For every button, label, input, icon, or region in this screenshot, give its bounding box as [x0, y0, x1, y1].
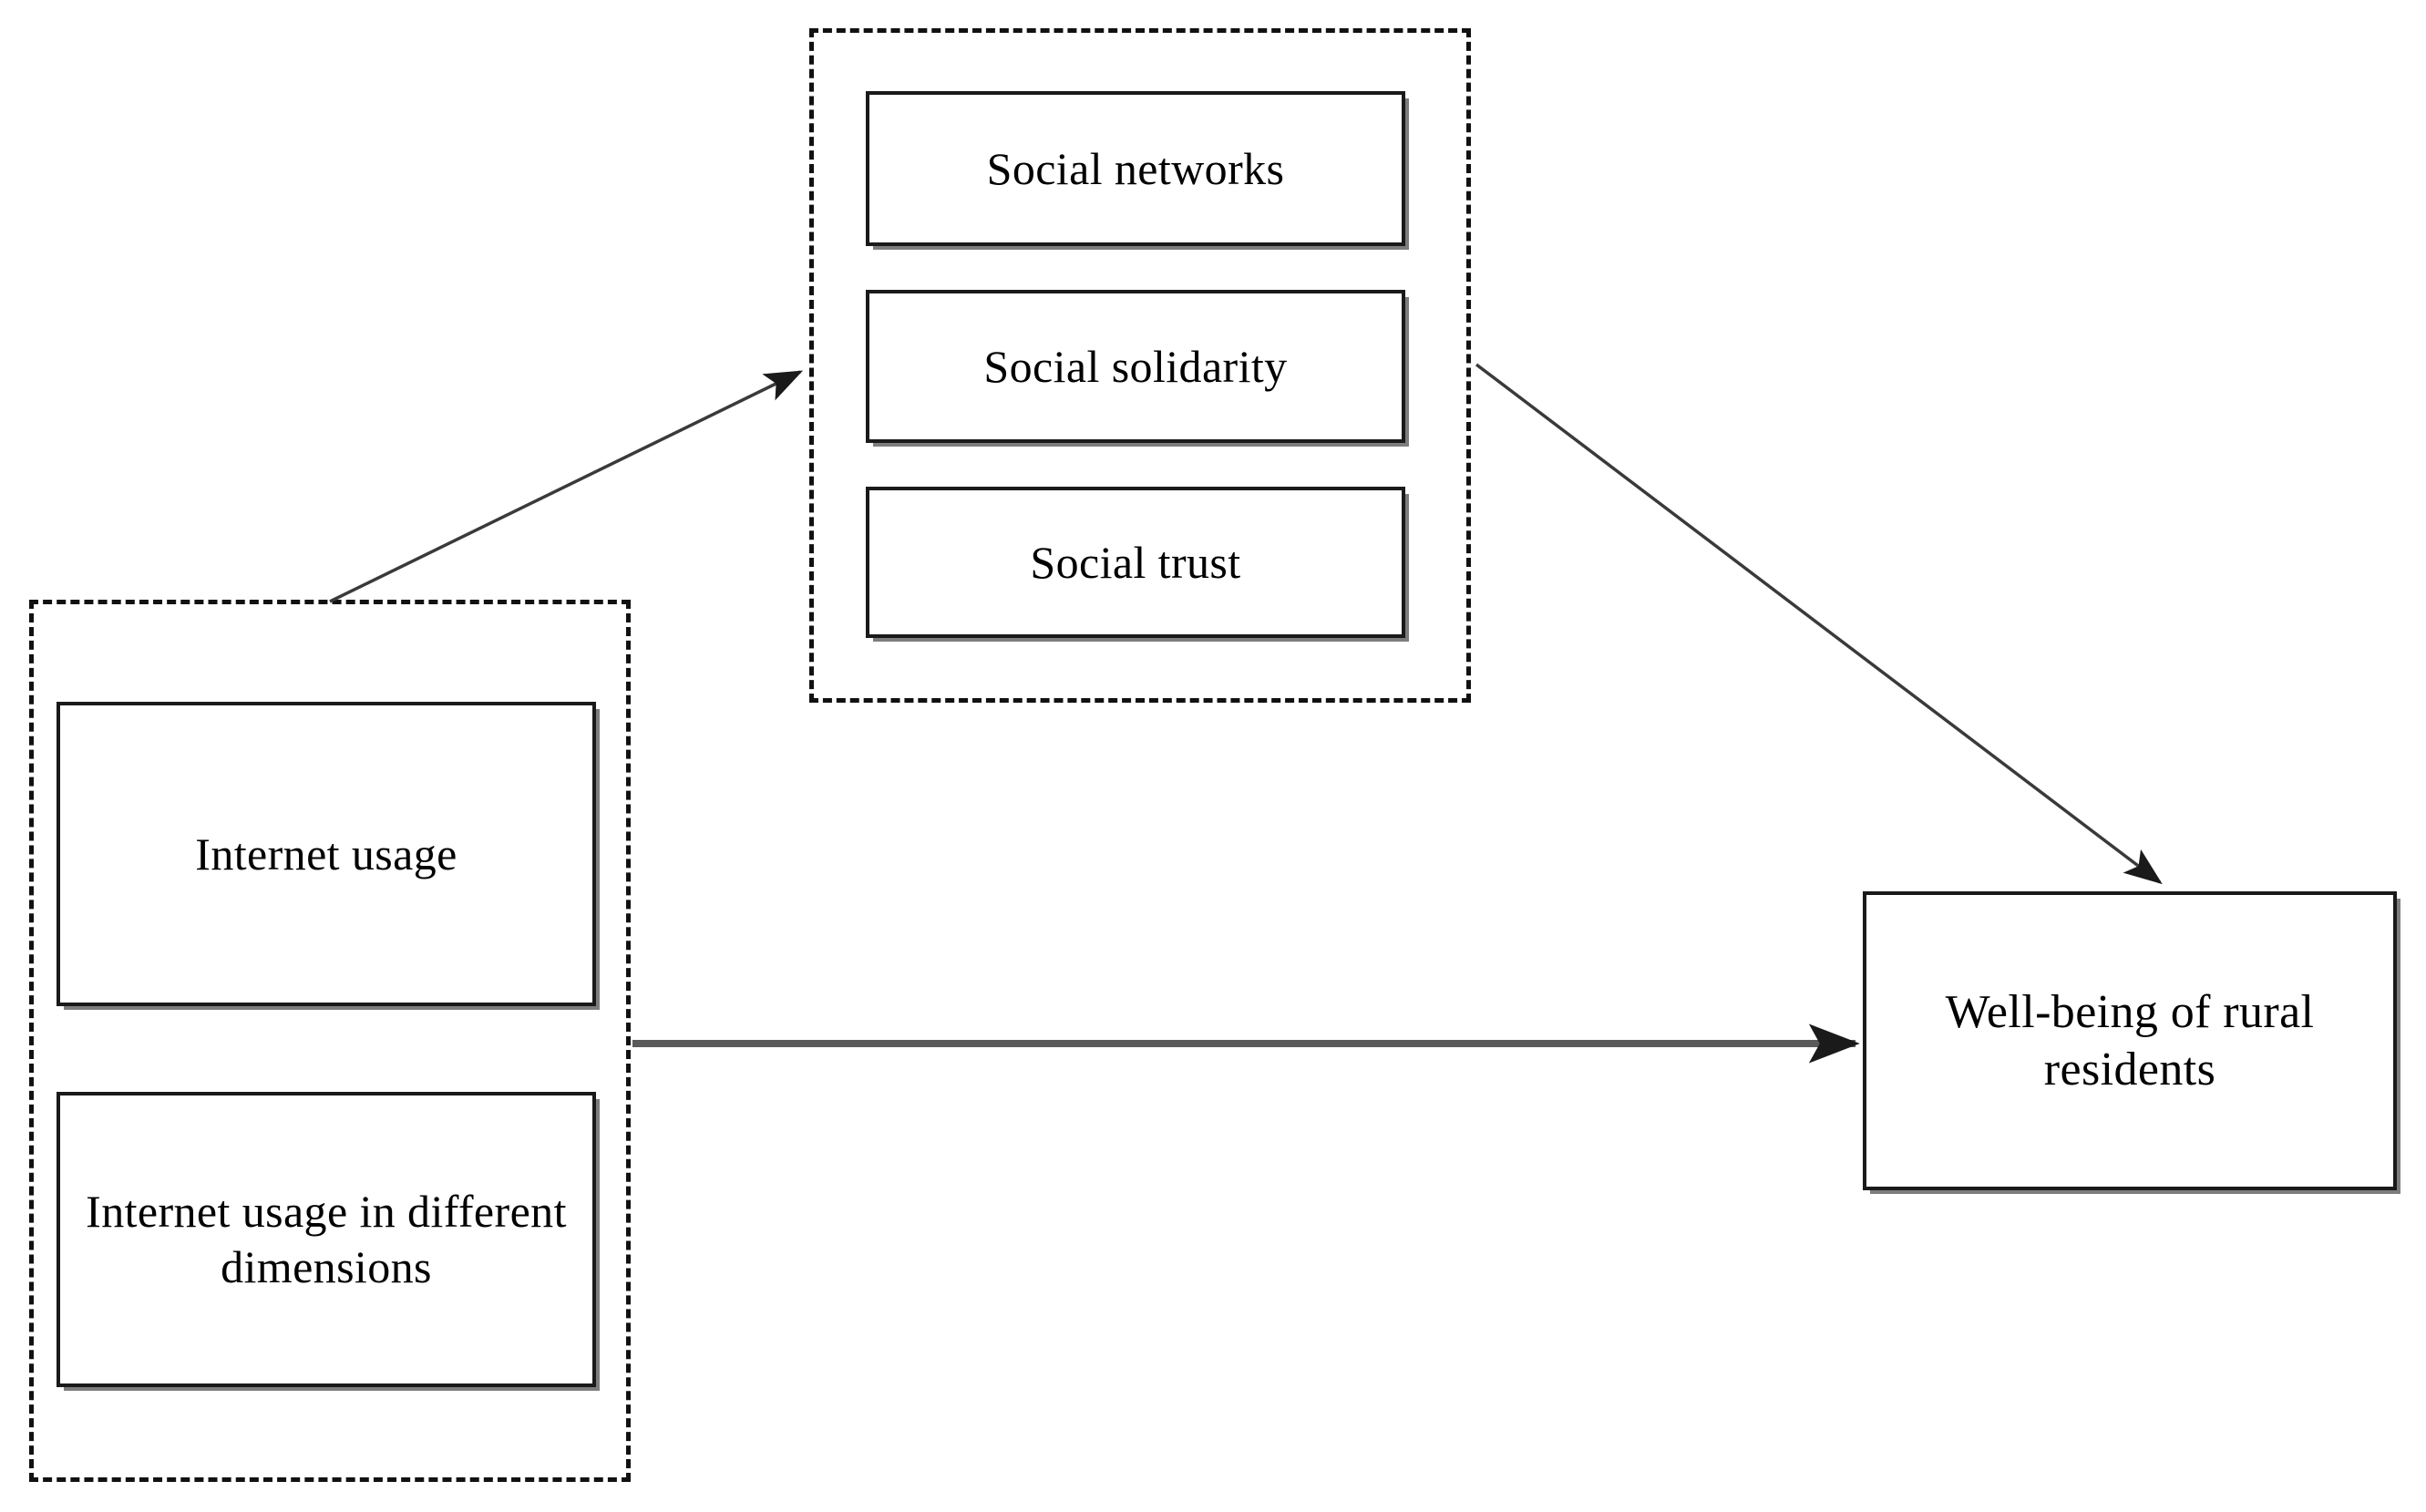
- arrow-social-capital-to-wellbeing: [1475, 363, 2163, 885]
- concept-box-internet-usage-label: Internet usage: [195, 828, 457, 879]
- concept-box-social-networks[interactable]: Social networks: [866, 91, 1405, 246]
- concept-box-social-networks-label: Social networks: [986, 142, 1285, 194]
- group-container-social-capital: [809, 28, 1471, 703]
- concept-box-internet-usage-dimensions[interactable]: Internet usage in different dimensions: [57, 1092, 596, 1387]
- concept-box-wellbeing-of-rural-residents[interactable]: Well-being of rural residents: [1863, 891, 2397, 1190]
- concept-box-social-solidarity[interactable]: Social solidarity: [866, 290, 1405, 443]
- concept-box-social-trust[interactable]: Social trust: [866, 487, 1405, 638]
- arrow-internet-usage-to-social-capital: [329, 370, 804, 603]
- concept-box-social-trust-label: Social trust: [1030, 536, 1241, 588]
- concept-box-wellbeing-label: Well-being of rural residents: [1945, 985, 2315, 1095]
- concept-box-social-solidarity-label: Social solidarity: [983, 340, 1288, 392]
- concept-box-internet-usage[interactable]: Internet usage: [57, 702, 596, 1006]
- concept-box-internet-usage-dimensions-label: Internet usage in different dimensions: [86, 1186, 567, 1292]
